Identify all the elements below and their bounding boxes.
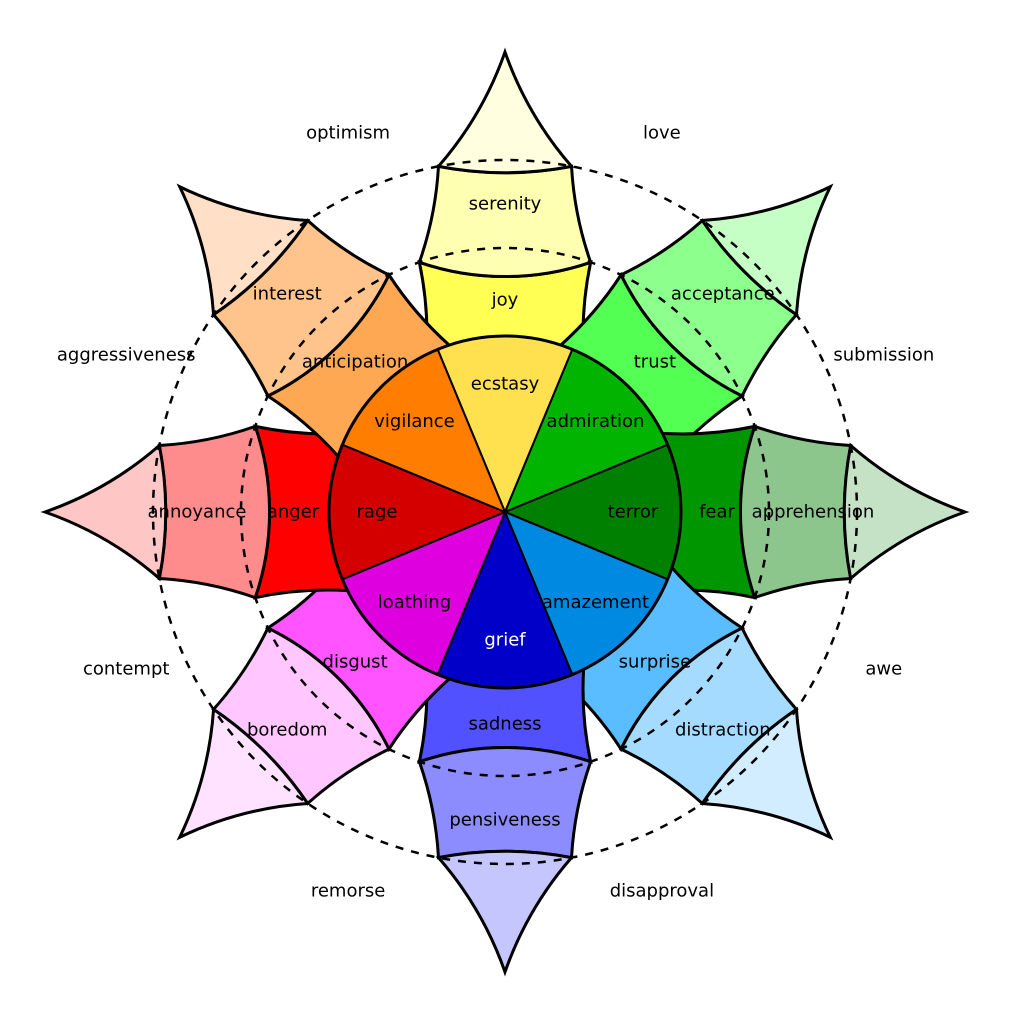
dyad-remorse: remorse <box>311 880 385 901</box>
tip-anger <box>40 442 168 582</box>
label-admiration: admiration <box>547 411 645 432</box>
label-interest: interest <box>253 284 322 305</box>
label-joy: joy <box>491 290 519 311</box>
tip-sadness <box>435 849 575 977</box>
band-apprehension <box>739 424 853 600</box>
label-boredom: boredom <box>247 719 328 740</box>
tip-surprise <box>699 706 834 841</box>
label-pensiveness: pensiveness <box>449 810 560 831</box>
label-grief: grief <box>484 630 526 651</box>
label-distraction: distraction <box>675 719 771 740</box>
petal-trust <box>559 183 834 458</box>
band-acceptance <box>619 218 799 398</box>
label-surprise: surprise <box>619 651 691 672</box>
ring-layer <box>151 158 859 866</box>
label-fear: fear <box>699 502 735 523</box>
label-vigilance: vigilance <box>374 411 455 432</box>
label-sadness: sadness <box>468 714 541 735</box>
dyad-awe: awe <box>865 658 902 679</box>
dashed-ring-2 <box>151 158 859 866</box>
dyad-submission: submission <box>833 345 934 366</box>
label-terror: terror <box>608 502 659 523</box>
band-serenity <box>417 164 593 278</box>
tip-disgust <box>176 706 311 841</box>
band-pensiveness <box>417 746 593 860</box>
label-ecstasy: ecstasy <box>471 374 540 395</box>
band-interest <box>211 218 391 398</box>
dyad-contempt: contempt <box>83 658 169 679</box>
dyad-optimism: optimism <box>306 123 390 144</box>
label-disgust: disgust <box>323 651 388 672</box>
label-annoyance: annoyance <box>148 502 247 523</box>
inner-circle <box>327 334 683 690</box>
band-distraction <box>619 626 799 806</box>
label-acceptance: acceptance <box>671 284 775 305</box>
label-anticipation: anticipation <box>302 352 408 373</box>
band-boredom <box>211 626 391 806</box>
dyad-disapproval: disapproval <box>610 880 714 901</box>
label-loathing: loathing <box>378 592 451 613</box>
tip-fear <box>842 442 970 582</box>
label-apprehension: apprehension <box>752 502 875 523</box>
band-annoyance <box>157 424 271 600</box>
tip-anticipation <box>176 183 311 318</box>
dyad-aggressiveness: aggressiveness <box>57 345 196 366</box>
dyad-love: love <box>643 123 681 144</box>
dashed-ring-1 <box>239 246 771 778</box>
center-layer <box>328 335 682 689</box>
label-serenity: serenity <box>469 194 542 215</box>
label-rage: rage <box>357 502 398 523</box>
tip-trust <box>699 183 834 318</box>
label-layer: ecstasy joy serenity admiration trust accepta… <box>57 123 934 902</box>
label-anger: anger <box>267 502 320 523</box>
label-trust: trust <box>634 352 676 373</box>
label-amazement: amazement <box>542 592 649 613</box>
tip-joy <box>435 47 575 175</box>
